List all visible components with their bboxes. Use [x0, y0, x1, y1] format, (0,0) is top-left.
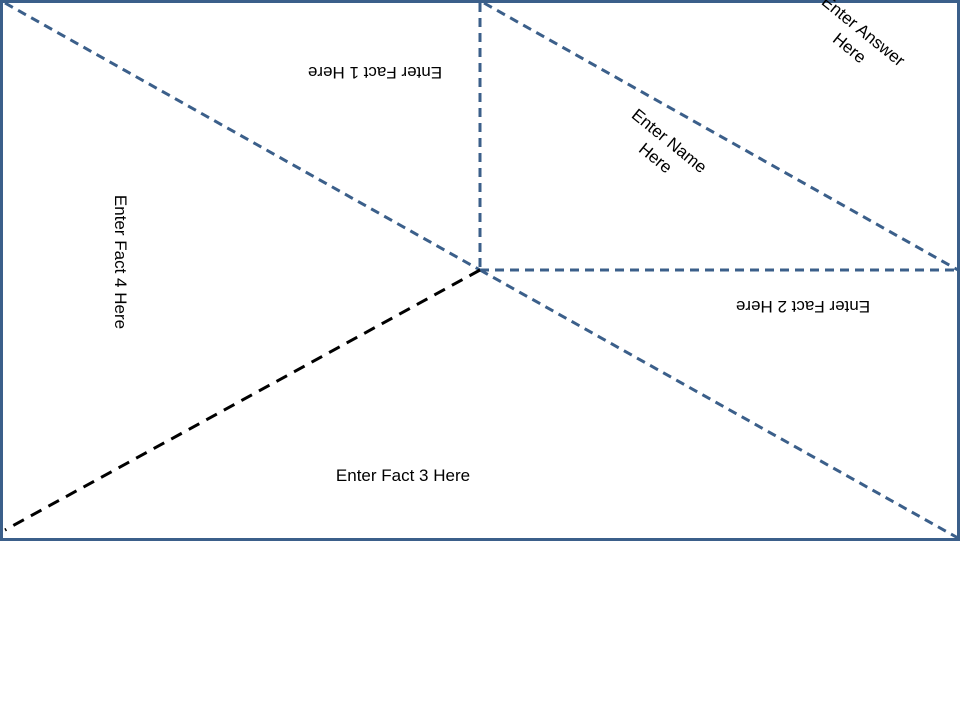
fold-line-top-left-diagonal — [4, 1, 481, 272]
cut-line-bottom-left — [4, 268, 481, 532]
fold-line-flap-diagonal — [483, 1, 959, 272]
outer-border — [0, 0, 960, 541]
fact-1-label: Enter Fact 1 Here — [307, 63, 443, 82]
fact-3-label: Enter Fact 3 Here — [335, 466, 471, 485]
fold-line-bottom-right-diagonal — [479, 268, 959, 540]
fact-2-label: Enter Fact 2 Here — [735, 297, 871, 316]
fact-4-label: Enter Fact 4 Here — [111, 194, 130, 330]
